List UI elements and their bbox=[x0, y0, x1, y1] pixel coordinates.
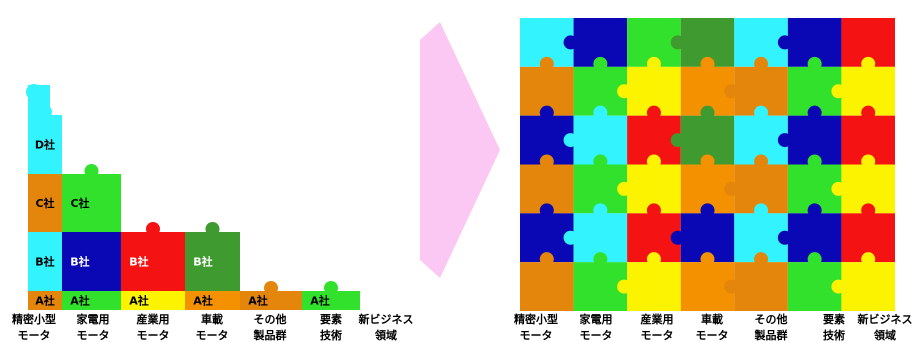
company-label: B社 bbox=[193, 255, 212, 269]
transition-arrow bbox=[420, 22, 500, 278]
left-piece: B社 bbox=[28, 222, 62, 291]
grid-piece bbox=[724, 252, 788, 311]
company-label: D社 bbox=[35, 138, 55, 152]
category-label-left: 家電用 bbox=[77, 312, 110, 326]
left-piece: C社 bbox=[62, 164, 121, 232]
category-sublabel-left: 領域 bbox=[374, 328, 397, 342]
category-label-left: 精密小型 bbox=[12, 312, 56, 326]
left-piece: A社 bbox=[240, 281, 302, 310]
category-label-right: 要素 bbox=[823, 312, 845, 326]
left-piece: A社 bbox=[302, 281, 360, 310]
grid-piece bbox=[520, 252, 574, 311]
category-sublabel-right: モータ bbox=[696, 329, 729, 342]
company-label: C社 bbox=[70, 196, 89, 210]
category-label-left: 産業用 bbox=[137, 312, 170, 326]
company-label: A社 bbox=[35, 294, 55, 308]
category-sublabel-left: 技術 bbox=[320, 328, 342, 342]
company-label: A社 bbox=[129, 294, 149, 308]
right-puzzle-grid bbox=[520, 18, 895, 311]
category-sublabel-left: 製品群 bbox=[253, 328, 287, 342]
grid-piece bbox=[670, 18, 735, 67]
company-label: A社 bbox=[310, 294, 330, 308]
category-sublabel-right: モータ bbox=[641, 329, 674, 342]
left-piece: B社 bbox=[62, 222, 121, 291]
company-label: A社 bbox=[248, 294, 268, 308]
category-label-left: 車載 bbox=[201, 312, 223, 326]
left-piece: C社 bbox=[28, 164, 62, 232]
left-puzzle-stack: A社 B社 C社 D社 A社 B社 C社 A社 B社 A社 B社 A社 A社 bbox=[26, 84, 360, 310]
company-label: B社 bbox=[129, 255, 148, 269]
grid-piece bbox=[680, 252, 745, 311]
category-sublabel-right: 技術 bbox=[823, 328, 845, 342]
company-label: A社 bbox=[193, 294, 213, 308]
category-label-left: その他 bbox=[254, 312, 287, 326]
grid-piece bbox=[831, 252, 895, 311]
category-label-right: 産業用 bbox=[641, 312, 674, 326]
category-sublabel-left: モータ bbox=[18, 329, 51, 342]
left-piece: B社 bbox=[121, 222, 185, 291]
category-sublabel-right: モータ bbox=[580, 329, 613, 342]
category-label-left: 新ビジネス bbox=[359, 312, 414, 326]
category-label-right: 精密小型 bbox=[514, 312, 558, 326]
category-sublabel-right: 製品群 bbox=[754, 328, 788, 342]
category-label-left: 要素 bbox=[320, 312, 342, 326]
category-sublabel-right: 領域 bbox=[873, 328, 896, 342]
category-sublabel-left: モータ bbox=[137, 329, 170, 342]
company-label: B社 bbox=[35, 255, 54, 269]
category-sublabel-left: モータ bbox=[196, 329, 229, 342]
grid-piece bbox=[617, 252, 681, 311]
company-label: A社 bbox=[70, 294, 90, 308]
grid-piece bbox=[563, 203, 628, 263]
category-label-right: 家電用 bbox=[580, 312, 613, 326]
category-label-right: その他 bbox=[755, 312, 788, 326]
left-piece: B社 bbox=[185, 222, 240, 291]
company-label: C社 bbox=[35, 196, 54, 210]
grid-piece bbox=[777, 203, 842, 263]
grid-piece bbox=[617, 56, 681, 116]
category-label-right: 車載 bbox=[701, 312, 723, 326]
category-label-right: 新ビジネス bbox=[858, 312, 913, 326]
category-sublabel-left: モータ bbox=[77, 329, 110, 342]
grid-piece bbox=[670, 203, 735, 263]
grid-piece bbox=[670, 105, 735, 165]
company-label: B社 bbox=[70, 255, 89, 269]
category-sublabel-right: モータ bbox=[520, 329, 553, 342]
